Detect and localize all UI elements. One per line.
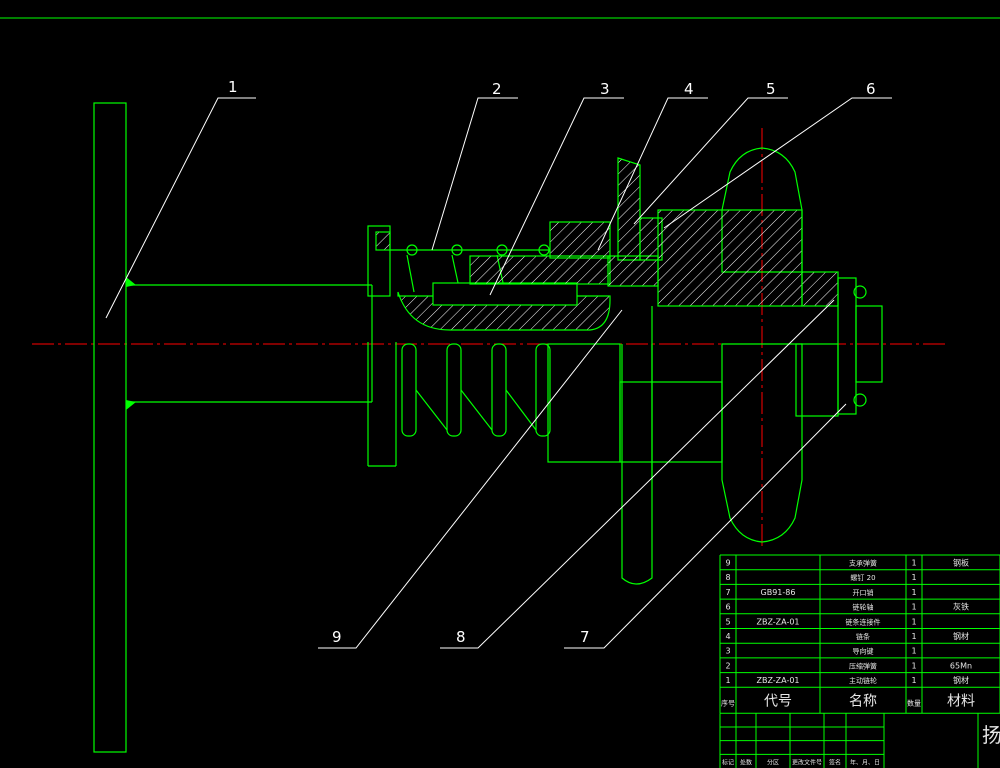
revision-label: 签名 xyxy=(829,758,841,766)
callout-3: 3 xyxy=(600,80,610,98)
parts-row-name: 螺钉 20 xyxy=(850,573,875,582)
parts-row-qty: 1 xyxy=(911,676,916,685)
parts-header-qty: 数量 xyxy=(907,698,921,707)
parts-row-qty: 1 xyxy=(911,573,916,582)
parts-row-qty: 1 xyxy=(911,588,916,597)
parts-row-qty: 1 xyxy=(911,617,916,626)
parts-row-qty: 1 xyxy=(911,603,916,612)
part-6-sprocket-hub-hatch xyxy=(657,209,803,307)
parts-header-name: 名称 xyxy=(849,693,877,709)
parts-row-material: 65Mn xyxy=(950,661,972,670)
callout-8: 8 xyxy=(456,628,466,646)
parts-row-material: 钢材 xyxy=(953,631,969,641)
parts-row-name: 链轮轴 xyxy=(853,603,874,612)
parts-row-name: 压缩弹簧 xyxy=(849,661,877,670)
part-6-sprocket-bottom xyxy=(721,343,803,543)
part-6-shaft-lower xyxy=(547,306,839,480)
parts-row-qty: 1 xyxy=(911,559,916,568)
callout-7: 7 xyxy=(580,628,590,646)
callout-4: 4 xyxy=(684,80,694,98)
revision-label: 年、月、日 xyxy=(850,758,880,766)
parts-row-no: 9 xyxy=(725,559,730,568)
leader-lines xyxy=(105,97,892,649)
parts-header-no: 序号 xyxy=(721,698,735,707)
parts-header-material: 材料 xyxy=(947,693,975,709)
weld-mark-bottom xyxy=(126,400,136,410)
callout-5: 5 xyxy=(766,80,776,98)
part-4-lever xyxy=(617,157,641,261)
parts-row-qty: 1 xyxy=(911,632,916,641)
parts-row-name: 链条 xyxy=(856,632,870,641)
callout-9: 9 xyxy=(332,628,342,646)
parts-row-name: 支承弹簧 xyxy=(849,559,877,568)
parts-row-name: 导向键 xyxy=(853,647,874,656)
revision-label: 分区 xyxy=(767,758,779,766)
parts-row-no: 3 xyxy=(725,647,730,656)
callout-6: 6 xyxy=(866,80,876,98)
parts-row-no: 5 xyxy=(725,617,730,626)
part-1-shaft xyxy=(126,284,373,403)
part-9-rod xyxy=(621,344,653,585)
revision-label: 处数 xyxy=(740,758,752,766)
callout-1: 1 xyxy=(228,78,238,96)
part-6-sprocket-top xyxy=(721,147,803,273)
part-4-lever-base xyxy=(607,255,659,287)
part-2-spring-lower xyxy=(401,343,551,437)
parts-row-material: 钢材 xyxy=(953,675,969,685)
parts-row-name: 链条连接件 xyxy=(846,617,881,626)
callout-labels: 1 2 3 4 5 6 9 8 7 xyxy=(228,78,876,646)
parts-row-qty: 1 xyxy=(911,661,916,670)
parts-row-name: 主动链轮 xyxy=(849,676,877,685)
weld-mark-top xyxy=(126,277,136,287)
parts-row-no: 6 xyxy=(725,603,730,612)
parts-row-no: 7 xyxy=(725,588,730,597)
drawing-title: 扬州 xyxy=(982,723,1000,747)
part-3-guide-key xyxy=(432,282,578,306)
callout-2: 2 xyxy=(492,80,502,98)
parts-row-no: 8 xyxy=(725,573,730,582)
part-3-hub-step xyxy=(549,221,611,259)
parts-row-code: ZBZ-ZA-01 xyxy=(756,676,799,685)
parts-row-code: ZBZ-ZA-01 xyxy=(756,617,799,626)
parts-header-code: 代号 xyxy=(764,693,792,709)
part-1-plate xyxy=(93,102,127,753)
parts-row-name: 开口销 xyxy=(853,588,874,597)
parts-row-material: 钢板 xyxy=(953,558,969,568)
part-7-pin xyxy=(837,277,883,415)
parts-row-code: GB91-86 xyxy=(761,588,796,597)
parts-row-no: 1 xyxy=(725,676,730,685)
parts-row-no: 2 xyxy=(725,661,730,670)
parts-row-no: 4 xyxy=(725,632,730,641)
parts-row-qty: 1 xyxy=(911,647,916,656)
parts-row-material: 灰铁 xyxy=(953,602,969,612)
part-3-hub-upper xyxy=(469,255,611,285)
revision-label: 更改文件号 xyxy=(792,758,822,766)
revision-label: 标记 xyxy=(722,758,734,766)
